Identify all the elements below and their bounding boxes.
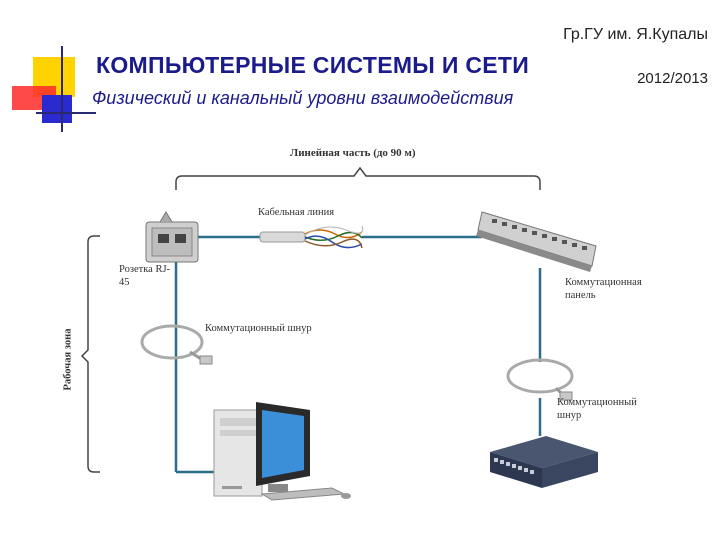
patch-cord-label: Коммутационный шнур — [557, 397, 637, 421]
patch-panel-label: Коммутационная панель — [565, 277, 642, 301]
decor-vertical-line — [61, 46, 63, 132]
decor-horizontal-line — [36, 112, 96, 114]
cable-line-label: Кабельная линия — [258, 207, 335, 218]
work-zone-text: Рабочая зона — [62, 328, 74, 391]
work-zone-label: Рабочая зона — [58, 325, 78, 395]
organization-label: Гр.ГУ им. Я.Купалы — [563, 26, 708, 43]
patch-panel-icon — [476, 211, 597, 272]
rj45-socket-icon — [145, 211, 199, 263]
socket-label: Розетка RJ-45 — [119, 264, 171, 288]
connection-lines — [174, 235, 542, 474]
patch-cord-icon — [506, 358, 574, 401]
linear-part-brace — [175, 166, 541, 190]
linear-part-label: Линейная часть (до 90 м) — [290, 147, 416, 159]
slide-subtitle: Физический и канальный уровни взаимодейс… — [92, 88, 514, 108]
computer-icon — [213, 402, 351, 501]
work-zone-brace — [80, 235, 100, 473]
decor-square-blue — [42, 95, 72, 123]
slide-title: КОМПЬЮТЕРНЫЕ СИСТЕМЫ И СЕТИ — [96, 52, 530, 78]
academic-year: 2012/2013 — [637, 70, 708, 87]
cable-line-icon — [259, 225, 364, 249]
patch-cord-label: Коммутационный шнур — [205, 323, 312, 334]
patch-cord-icon — [140, 324, 213, 365]
network-switch-icon — [490, 436, 598, 488]
